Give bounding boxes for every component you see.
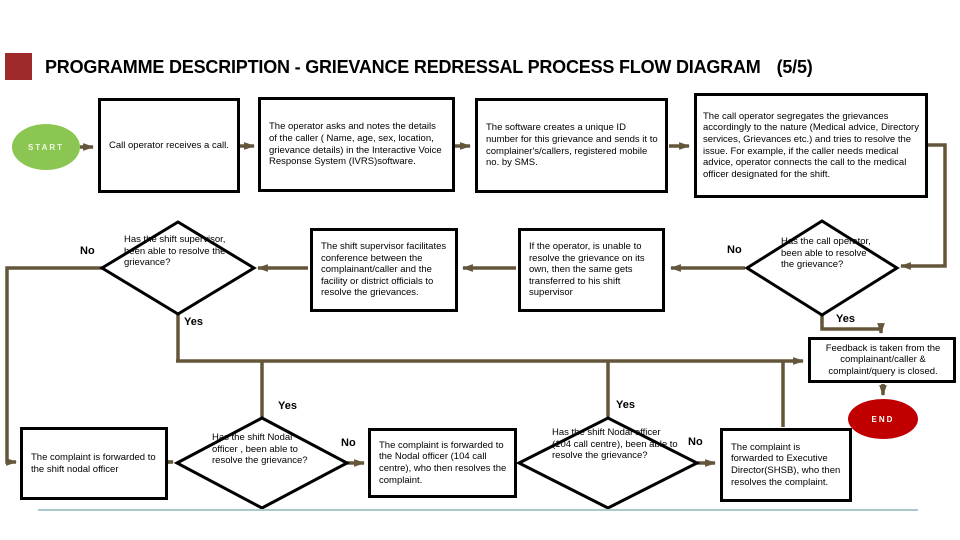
yes-label-call-operator: Yes	[836, 313, 855, 325]
flow-box-facilitates: The shift supervisor facilitates confere…	[310, 228, 458, 312]
flow-box-transfer-supervisor: If the operator, is unable to resolve th…	[518, 228, 665, 312]
flow-box-unique-id: The software creates a unique ID number …	[475, 98, 668, 193]
no-label-shift-supervisor: No	[80, 245, 95, 257]
flow-box-operator-notes: The operator asks and notes the details …	[258, 97, 455, 192]
no-label-nodal-104: No	[688, 436, 703, 448]
decision-nodal-104-text: Has the shift Nodal officer (104 call ce…	[552, 427, 678, 462]
start-terminal: START	[12, 124, 80, 170]
flow-box-segregate: The call operator segregates the grievan…	[694, 93, 928, 198]
flow-box-forward-ed: The complaint is forwarded to Executive …	[720, 428, 852, 502]
page-title: PROGRAMME DESCRIPTION - GRIEVANCE REDRES…	[45, 57, 945, 78]
decision-call-operator	[744, 219, 900, 317]
page-indicator: (5/5)	[776, 57, 813, 77]
divider-line	[38, 509, 918, 511]
flow-box-feedback: Feedback is taken from the complainant/c…	[808, 337, 956, 383]
yes-label-shift-supervisor: Yes	[184, 316, 203, 328]
flow-box-forward-nodal-104: The complaint is forwarded to the Nodal …	[368, 428, 517, 498]
yes-label-nodal-104: Yes	[616, 399, 635, 411]
title-accent-square	[5, 53, 32, 80]
decision-shift-supervisor	[99, 220, 257, 316]
page-title-text: PROGRAMME DESCRIPTION - GRIEVANCE REDRES…	[45, 57, 761, 77]
flow-box-receive-call: Call operator receives a call.	[98, 98, 240, 193]
decision-shift-nodal	[173, 416, 351, 510]
no-label-call-operator: No	[727, 244, 742, 256]
decision-shift-supervisor-text: Has the shift supervisor, been able to r…	[124, 234, 226, 269]
decision-shift-nodal-text: Has the shift Nodal officer , been able …	[212, 432, 308, 467]
flow-box-forward-shift-nodal: The complaint is forwarded to the shift …	[20, 427, 168, 500]
connector-lines	[5, 142, 947, 467]
decision-nodal-104	[515, 416, 701, 510]
no-label-shift-nodal: No	[341, 437, 356, 449]
decision-call-operator-text: Has the call operator, been able to reso…	[781, 236, 871, 271]
yes-label-shift-nodal: Yes	[278, 400, 297, 412]
end-terminal: END	[848, 399, 918, 439]
